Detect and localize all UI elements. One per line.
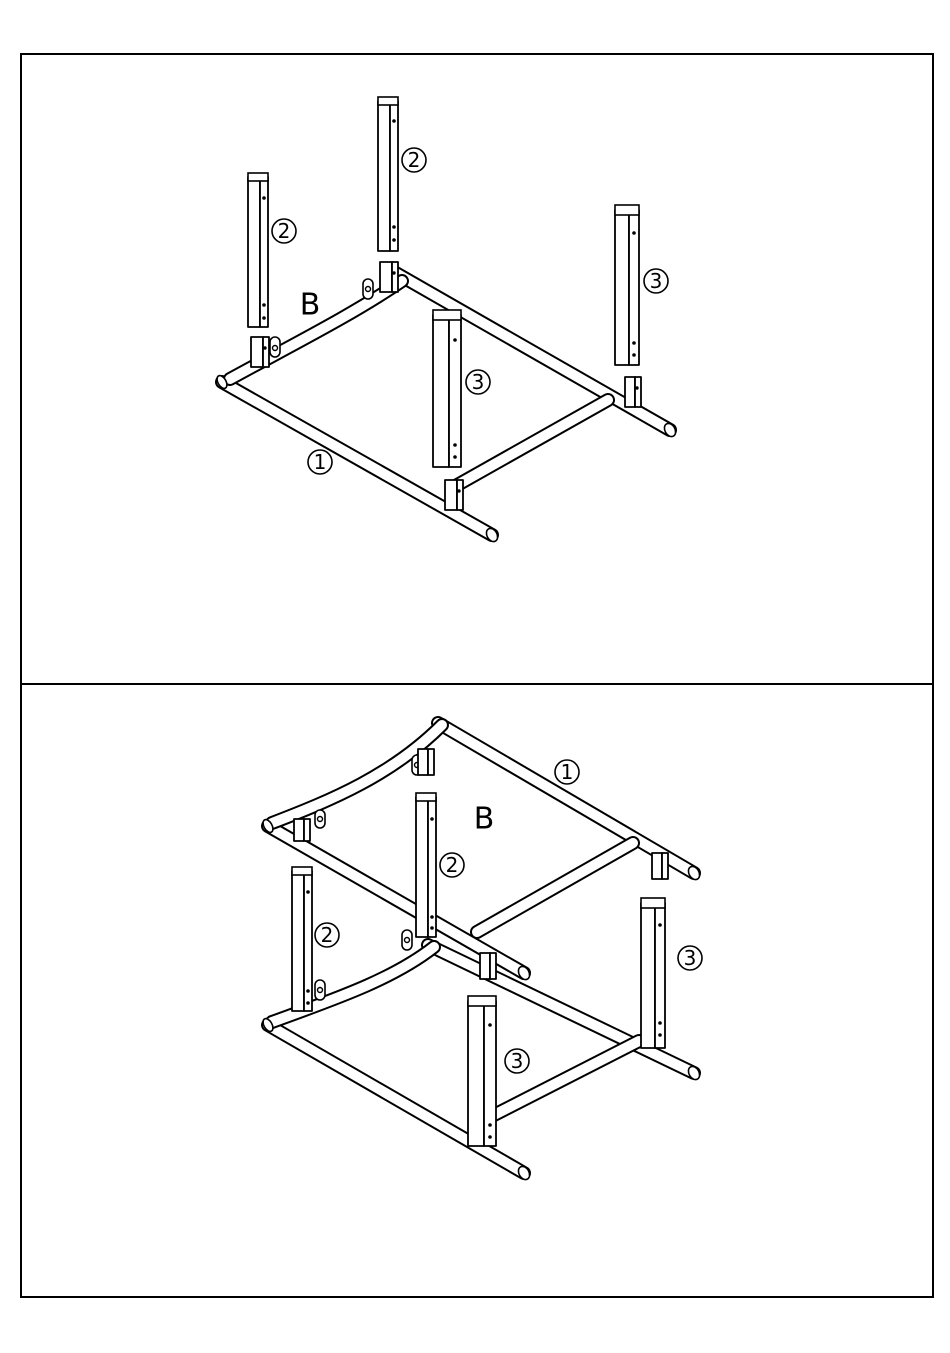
svg-text:3: 3 <box>650 269 663 293</box>
label-leg-2-middle: 2 <box>402 148 426 172</box>
leg-part-2-middle <box>378 97 398 251</box>
svg-text:2: 2 <box>278 219 291 243</box>
svg-text:2: 2 <box>408 148 421 172</box>
leg-part-2-left <box>292 867 312 1011</box>
leg-part-3-right <box>615 205 639 365</box>
leg-part-3-right <box>641 898 665 1048</box>
label-leg-2-left: 2 <box>272 219 296 243</box>
assembly-diagram-top: 2 2 3 3 1 B <box>22 55 936 687</box>
assembly-diagram-bottom: 1 2 2 3 3 B <box>22 685 936 1300</box>
leg-part-3-front <box>468 996 496 1146</box>
svg-text:3: 3 <box>684 946 697 970</box>
label-leg-2-left: 2 <box>315 923 339 947</box>
svg-text:2: 2 <box>321 923 334 947</box>
svg-text:1: 1 <box>561 760 574 784</box>
label-leg-3-right: 3 <box>678 946 702 970</box>
label-letter-b: B <box>474 802 495 837</box>
svg-text:2: 2 <box>446 853 459 877</box>
label-leg-3-front: 3 <box>505 1049 529 1073</box>
assembly-step-bottom: 1 2 2 3 3 B <box>20 683 934 1298</box>
svg-text:3: 3 <box>472 370 485 394</box>
label-frame-1: 1 <box>555 760 579 784</box>
label-leg-2-back: 2 <box>440 853 464 877</box>
label-leg-3-right: 3 <box>644 269 668 293</box>
label-frame-1: 1 <box>308 450 332 474</box>
svg-text:1: 1 <box>314 450 327 474</box>
label-leg-3-front: 3 <box>466 370 490 394</box>
svg-text:3: 3 <box>511 1049 524 1073</box>
leg-part-2-left <box>248 173 268 327</box>
assembly-step-top: 2 2 3 3 1 B <box>20 53 934 685</box>
label-letter-b: B <box>300 288 321 323</box>
leg-part-3-front <box>433 310 461 467</box>
leg-part-2-back <box>416 793 436 937</box>
